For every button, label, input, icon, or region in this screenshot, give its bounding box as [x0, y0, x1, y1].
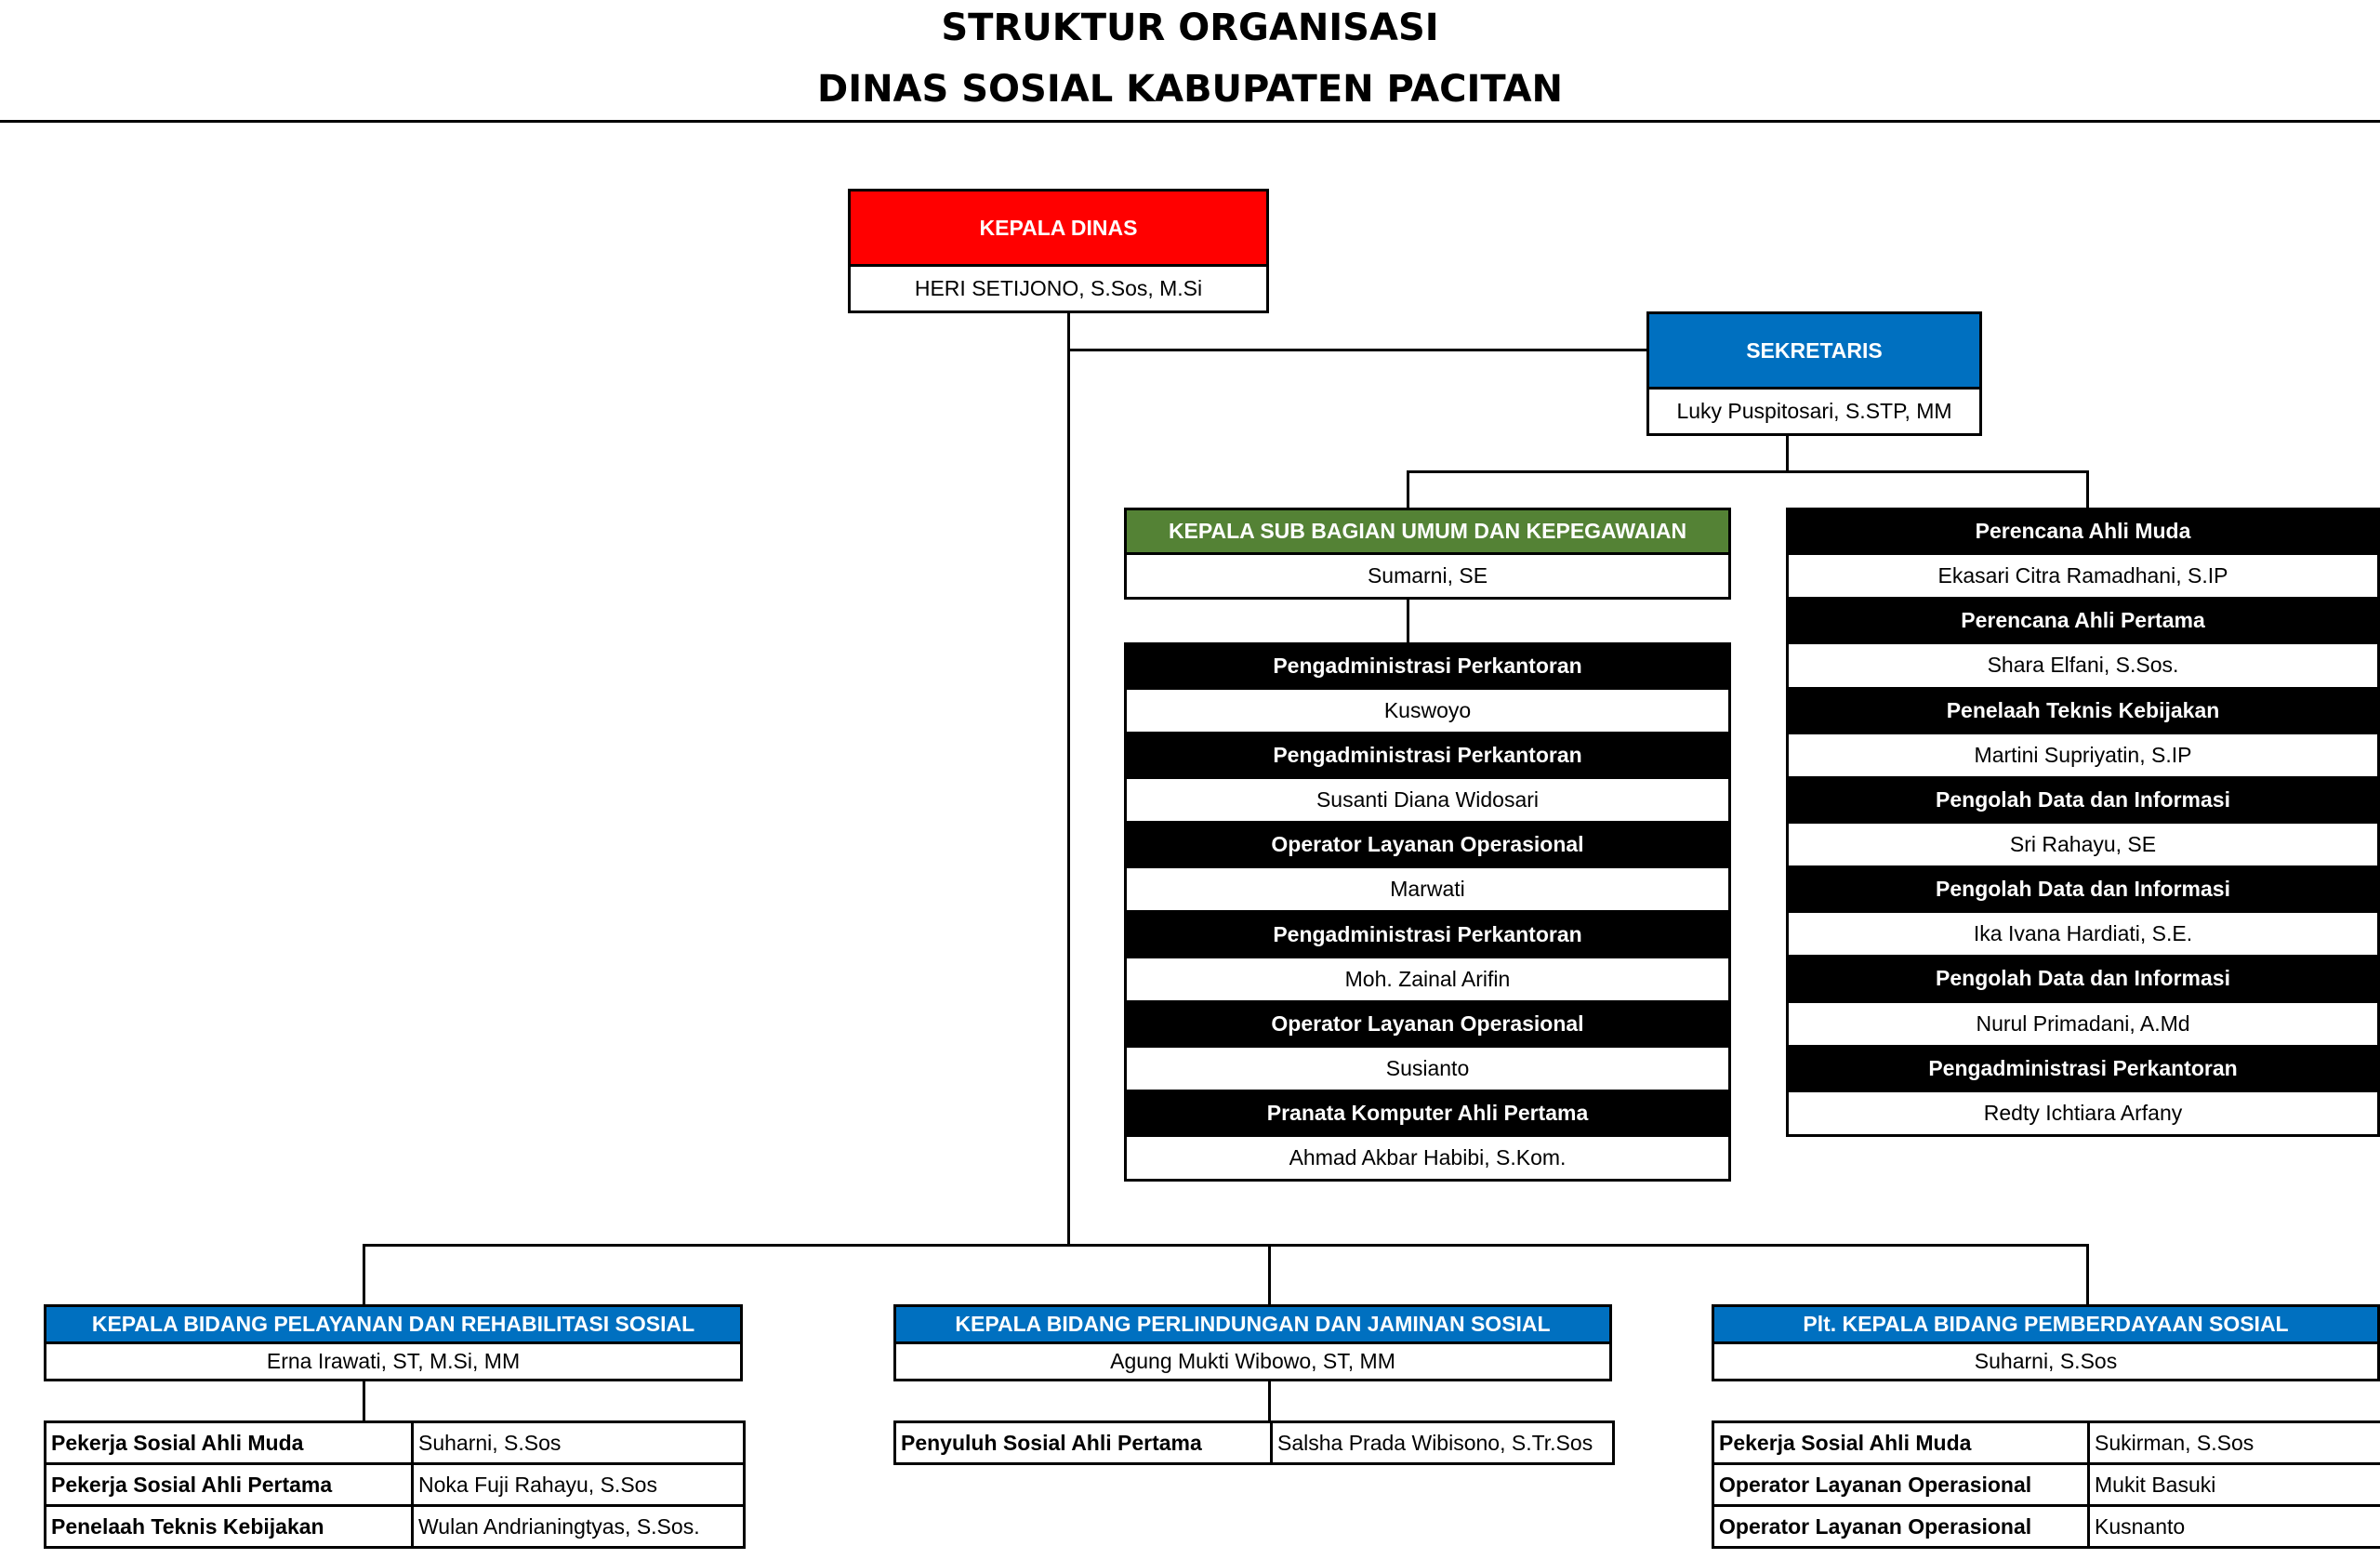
bidang-perlindungan-box: KEPALA BIDANG PERLINDUNGAN DAN JAMINAN S… [893, 1304, 1612, 1381]
staff-role: Pekerja Sosial Ahli Muda [1712, 1420, 2090, 1465]
subbag-box: KEPALA SUB BAGIAN UMUM DAN KEPEGAWAIAN S… [1124, 508, 1731, 600]
bidang-perlindungan-title: KEPALA BIDANG PERLINDUNGAN DAN JAMINAN S… [896, 1307, 1609, 1341]
sekretariat-staff-role: Pengolah Data dan Informasi [1789, 955, 2377, 1000]
connector-to-bidang-3 [2086, 1244, 2089, 1306]
subbag-staff-role: Pengadministrasi Perkantoran [1127, 732, 1728, 777]
connector-to-subbag [1407, 470, 1409, 509]
subbag-staff-name: Susanti Diana Widosari [1127, 776, 1728, 821]
page-title: STRUKTUR ORGANISASI [941, 7, 1439, 49]
subbag-staff-name: Marwati [1127, 865, 1728, 910]
bidang-perlindungan-name: Agung Mukti Wibowo, ST, MM [896, 1341, 1609, 1379]
table-row: Pekerja Sosial Ahli Pertama Noka Fuji Ra… [44, 1462, 746, 1507]
sekretariat-staff-role: Penelaah Teknis Kebijakan [1789, 686, 2377, 732]
staff-name: Kusnanto [2087, 1504, 2380, 1549]
bidang-pemberdayaan-title: Plt. KEPALA BIDANG PEMBERDAYAAN SOSIAL [1714, 1307, 2377, 1341]
sekretaris-name: Luky Puspitosari, S.STP, MM [1649, 387, 1979, 433]
sekretaris-box: SEKRETARIS Luky Puspitosari, S.STP, MM [1646, 311, 1982, 436]
subbag-staff-role: Pengadministrasi Perkantoran [1127, 910, 1728, 956]
sekretaris-title: SEKRETARIS [1649, 314, 1979, 387]
kepala-dinas-box: KEPALA DINAS HERI SETIJONO, S.Sos, M.Si [848, 189, 1269, 313]
subbag-staff-role: Operator Layanan Operasional [1127, 999, 1728, 1045]
sekretariat-staff-name: Martini Supriyatin, S.IP [1789, 731, 2377, 776]
bidang-pemberdayaan-box: Plt. KEPALA BIDANG PEMBERDAYAAN SOSIAL S… [1712, 1304, 2380, 1381]
title-divider [0, 120, 2380, 123]
subbag-staff-role: Operator Layanan Operasional [1127, 821, 1728, 866]
connector-to-bidang-2 [1268, 1244, 1271, 1306]
bidang-perlindungan-staff-table: Penyuluh Sosial Ahli Pertama Salsha Prad… [893, 1420, 1615, 1465]
sekretariat-staff-role: Pengadministrasi Perkantoran [1789, 1044, 2377, 1090]
table-row: Penelaah Teknis Kebijakan Wulan Andriani… [44, 1504, 746, 1549]
sekretariat-staff-name: Ekasari Citra Ramadhani, S.IP [1789, 552, 2377, 597]
connector-bidang-1-staff [363, 1380, 365, 1422]
bidang-pelayanan-name: Erna Irawati, ST, M.Si, MM [46, 1341, 740, 1379]
sekretariat-staff-role: Pengolah Data dan Informasi [1789, 865, 2377, 911]
subbag-title: KEPALA SUB BAGIAN UMUM DAN KEPEGAWAIAN [1127, 510, 1728, 552]
subbag-staff-role: Pranata Komputer Ahli Pertama [1127, 1089, 1728, 1134]
subbag-staff-list: Pengadministrasi Perkantoran Kuswoyo Pen… [1124, 642, 1731, 1182]
sekretariat-staff-role: Perencana Ahli Pertama [1789, 597, 2377, 642]
staff-role: Penyuluh Sosial Ahli Pertama [893, 1420, 1273, 1465]
staff-name: Wulan Andrianingtyas, S.Sos. [411, 1504, 746, 1549]
staff-name: Sukirman, S.Sos [2087, 1420, 2380, 1465]
table-row: Pekerja Sosial Ahli Muda Suharni, S.Sos [44, 1420, 746, 1465]
connector-to-bidang-1 [363, 1244, 365, 1306]
table-row: Pekerja Sosial Ahli Muda Sukirman, S.Sos [1712, 1420, 2380, 1465]
staff-role: Pekerja Sosial Ahli Pertama [44, 1462, 414, 1507]
subbag-staff-name: Ahmad Akbar Habibi, S.Kom. [1127, 1133, 1728, 1179]
staff-name: Suharni, S.Sos [411, 1420, 746, 1465]
kepala-dinas-title: KEPALA DINAS [851, 192, 1266, 264]
table-row: Operator Layanan Operasional Kusnanto [1712, 1504, 2380, 1549]
connector-sekretaris-branch [1407, 470, 2089, 473]
connector-to-sekretariat-staff [2086, 470, 2089, 509]
sekretariat-staff-list: Perencana Ahli Muda Ekasari Citra Ramadh… [1786, 508, 2380, 1137]
table-row: Penyuluh Sosial Ahli Pertama Salsha Prad… [893, 1420, 1615, 1465]
staff-name: Salsha Prada Wibisono, S.Tr.Sos [1270, 1420, 1615, 1465]
connector-kadis-sekretaris [1067, 349, 1646, 351]
bidang-pemberdayaan-name: Suharni, S.Sos [1714, 1341, 2377, 1379]
staff-role: Pekerja Sosial Ahli Muda [44, 1420, 414, 1465]
page-subtitle: DINAS SOSIAL KABUPATEN PACITAN [816, 68, 1563, 111]
sekretariat-staff-role: Pengolah Data dan Informasi [1789, 775, 2377, 821]
sekretariat-staff-name: Shara Elfani, S.Sos. [1789, 641, 2377, 686]
connector-bidang-2-staff [1268, 1380, 1271, 1422]
subbag-staff-name: Kuswoyo [1127, 687, 1728, 732]
subbag-staff-role: Pengadministrasi Perkantoran [1127, 645, 1728, 688]
connector-subbag-staff [1407, 598, 1409, 644]
staff-name: Noka Fuji Rahayu, S.Sos [411, 1462, 746, 1507]
connector-kadis-trunk [1067, 312, 1070, 1247]
staff-role: Operator Layanan Operasional [1712, 1462, 2090, 1507]
subbag-name: Sumarni, SE [1127, 552, 1728, 597]
bidang-pemberdayaan-staff-table: Pekerja Sosial Ahli Muda Sukirman, S.Sos… [1712, 1420, 2380, 1549]
sekretariat-staff-name: Redty Ichtiara Arfany [1789, 1089, 2377, 1134]
bidang-pelayanan-staff-table: Pekerja Sosial Ahli Muda Suharni, S.Sos … [44, 1420, 746, 1549]
staff-role: Operator Layanan Operasional [1712, 1504, 2090, 1549]
subbag-staff-name: Susianto [1127, 1044, 1728, 1090]
sekretariat-staff-name: Ika Ivana Hardiati, S.E. [1789, 910, 2377, 955]
connector-sekretaris-down [1786, 435, 1789, 472]
bidang-pelayanan-title: KEPALA BIDANG PELAYANAN DAN REHABILITASI… [46, 1307, 740, 1341]
connector-bidang-branch [363, 1244, 2089, 1247]
sekretariat-staff-role: Perencana Ahli Muda [1789, 510, 2377, 553]
table-row: Operator Layanan Operasional Mukit Basuk… [1712, 1462, 2380, 1507]
sekretariat-staff-name: Sri Rahayu, SE [1789, 820, 2377, 865]
bidang-pelayanan-box: KEPALA BIDANG PELAYANAN DAN REHABILITASI… [44, 1304, 743, 1381]
staff-name: Mukit Basuki [2087, 1462, 2380, 1507]
kepala-dinas-name: HERI SETIJONO, S.Sos, M.Si [851, 264, 1266, 310]
staff-role: Penelaah Teknis Kebijakan [44, 1504, 414, 1549]
subbag-staff-name: Moh. Zainal Arifin [1127, 955, 1728, 1000]
sekretariat-staff-name: Nurul Primadani, A.Md [1789, 999, 2377, 1045]
